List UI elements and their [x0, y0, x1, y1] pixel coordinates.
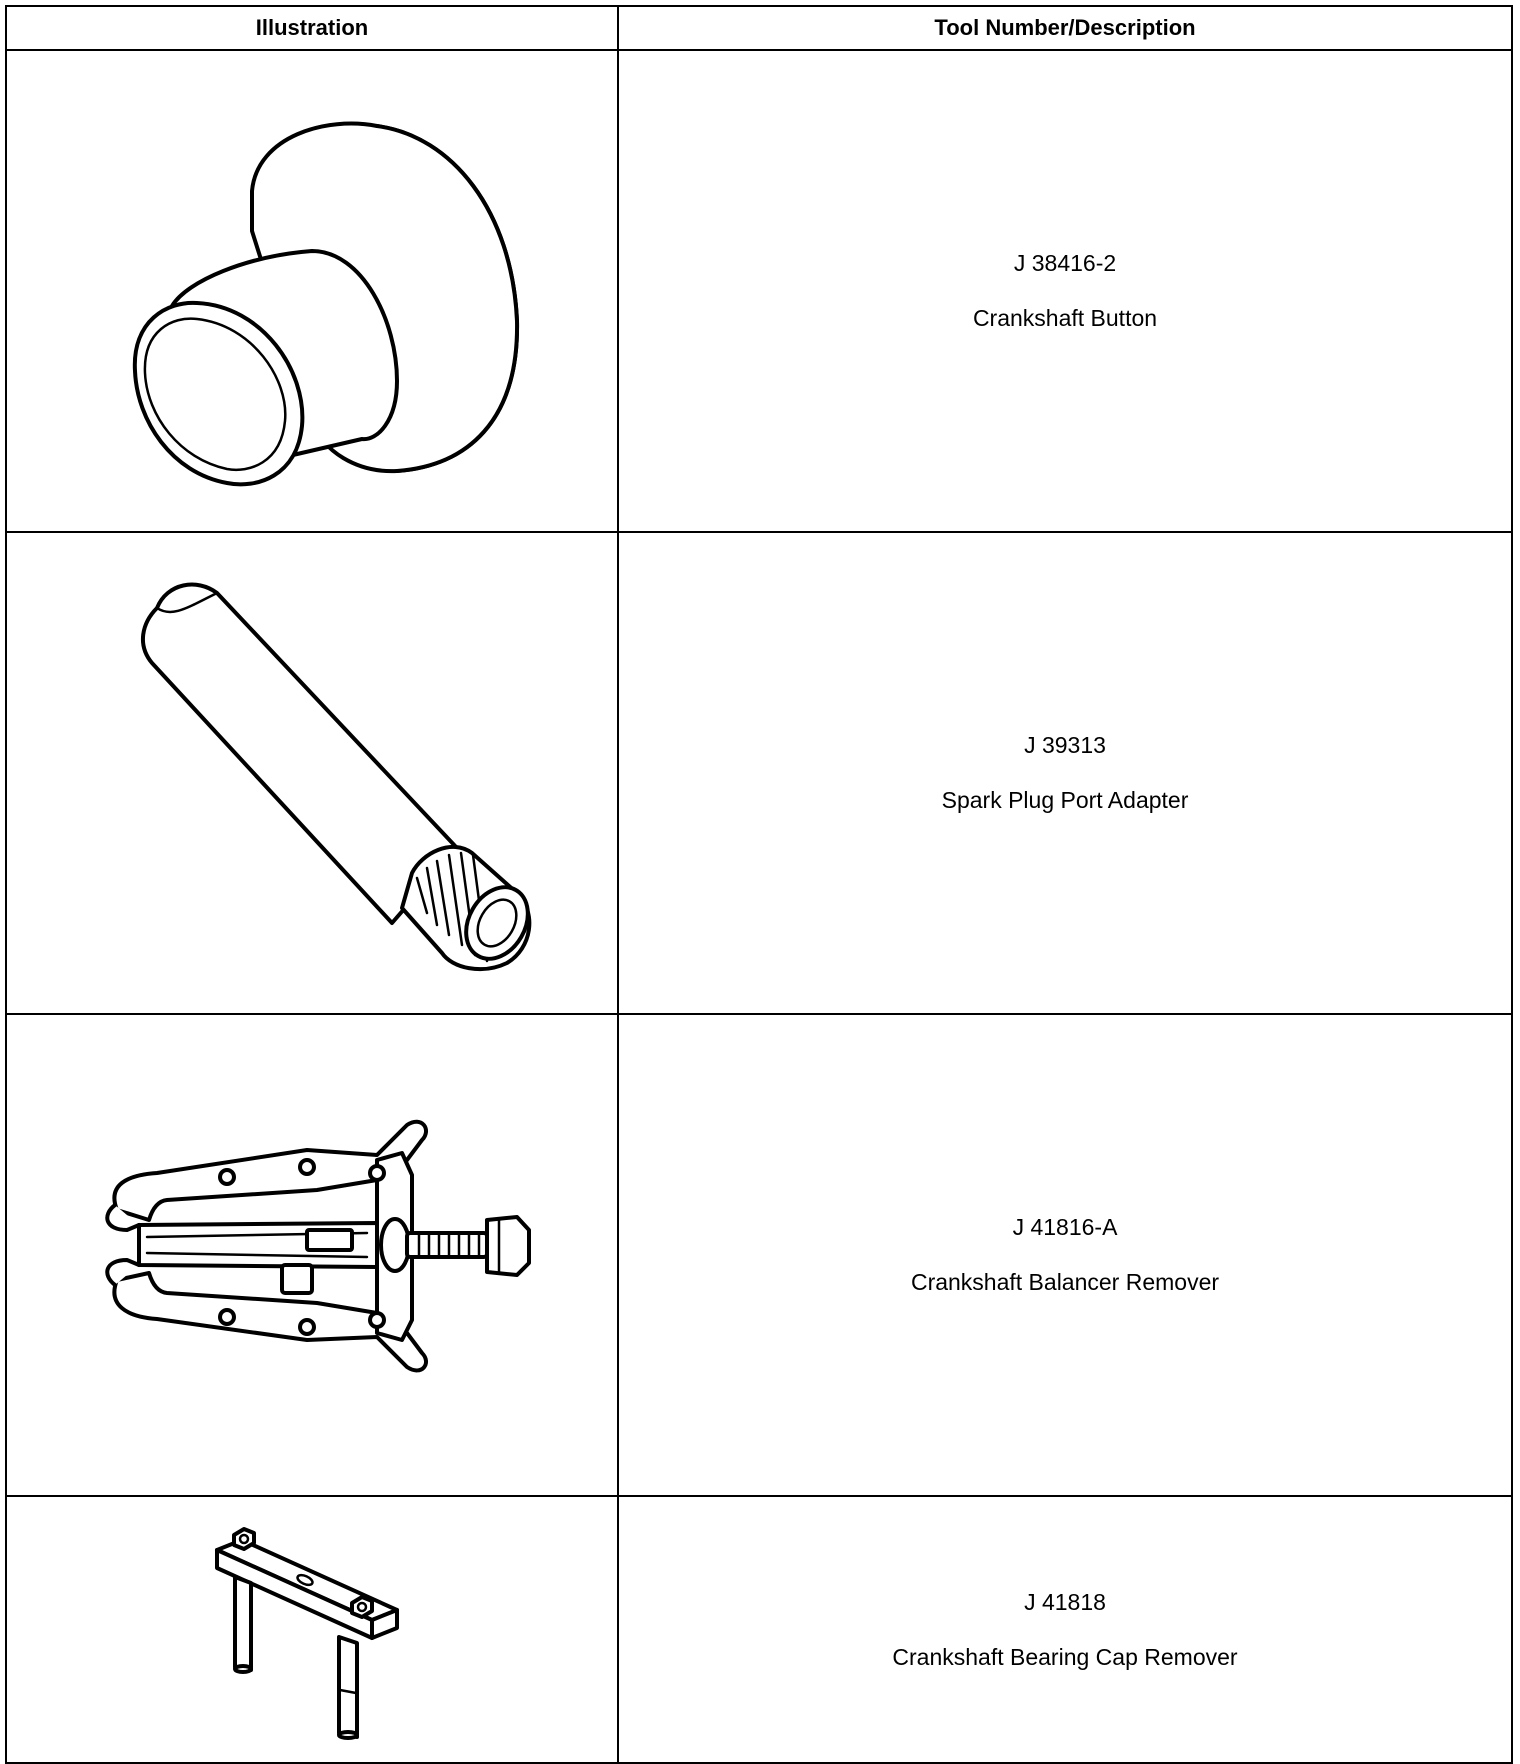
tool-number: J 41816-A: [1012, 1214, 1118, 1240]
description-cell: J 39313 Spark Plug Port Adapter: [617, 531, 1513, 1015]
header-illustration: Illustration: [5, 5, 619, 51]
illustration-cell: [5, 1495, 619, 1764]
table-header-row: Illustration Tool Number/Description: [5, 5, 1513, 51]
description-cell: J 41818 Crankshaft Bearing Cap Remover: [617, 1495, 1513, 1764]
bearing-cap-remover-icon: [215, 1526, 399, 1740]
tool-number: J 41818: [1024, 1588, 1106, 1615]
tool-description: Crankshaft Bearing Cap Remover: [892, 1643, 1238, 1670]
tool-description: Crankshaft Button: [972, 305, 1158, 331]
special-tools-table: Illustration Tool Number/Description: [5, 5, 1513, 1764]
illustration-cell: [5, 531, 619, 1015]
table-row: J 41818 Crankshaft Bearing Cap Remover: [5, 1495, 1513, 1764]
illustration-cell: [5, 1013, 619, 1497]
table-row: J 39313 Spark Plug Port Adapter: [5, 531, 1513, 1015]
crankshaft-button-icon: [132, 121, 520, 487]
description-cell: J 41816-A Crankshaft Balancer Remover: [617, 1013, 1513, 1497]
tool-number: J 39313: [1024, 732, 1106, 758]
tool-description: Spark Plug Port Adapter: [941, 787, 1189, 813]
illustration-cell: [5, 49, 619, 533]
table-row: J 41816-A Crankshaft Balancer Remover: [5, 1013, 1513, 1497]
spark-plug-adapter-icon: [140, 582, 532, 972]
tool-number: J 38416-2: [1013, 250, 1117, 276]
balancer-remover-icon: [105, 1119, 531, 1373]
header-tool-number-description: Tool Number/Description: [617, 5, 1513, 51]
description-cell: J 38416-2 Crankshaft Button: [617, 49, 1513, 533]
tool-description: Crankshaft Balancer Remover: [910, 1269, 1220, 1295]
table-row: J 38416-2 Crankshaft Button: [5, 49, 1513, 533]
